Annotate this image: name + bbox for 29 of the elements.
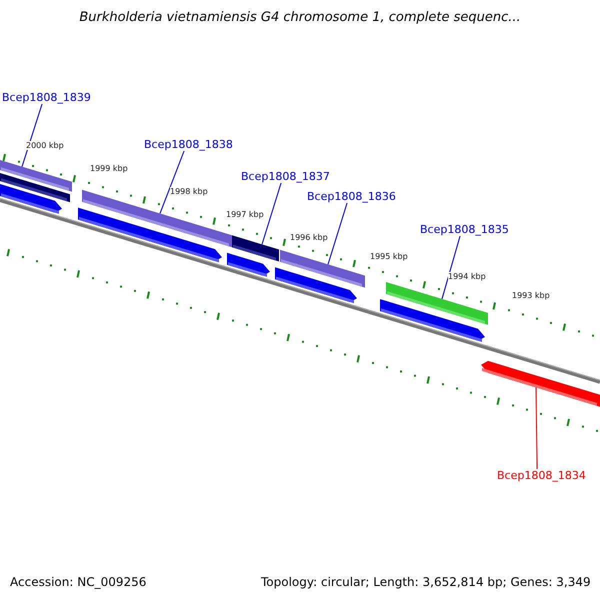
scale-label: 1997 kbp	[226, 210, 264, 219]
scale-label: 1998 kbp	[170, 187, 208, 196]
gene-label: Bcep1808_1835	[420, 223, 509, 236]
cds-bar	[275, 267, 357, 304]
scale-label: 1996 kbp	[290, 233, 328, 242]
leader-line	[262, 182, 282, 245]
gene-label: Bcep1808_1836	[307, 190, 396, 203]
gene-label: Bcep1808_1839	[2, 91, 91, 104]
scale-label: 1999 kbp	[90, 164, 128, 173]
cds-bar	[0, 184, 62, 214]
gene-label: Bcep1808_1837	[241, 170, 330, 183]
cds-bar	[380, 299, 485, 342]
title: Burkholderia vietnamiensis G4 chromosome 1, complete sequenc...	[78, 10, 522, 25]
scale-label: 1993 kbp	[512, 291, 550, 300]
leader-line	[22, 104, 43, 168]
cds-bar	[227, 252, 270, 277]
leader-line	[536, 386, 538, 470]
leader-line	[160, 150, 185, 214]
leader-line	[442, 236, 461, 300]
cds-bar	[78, 208, 222, 262]
info-text: Topology: circular; Length: 3,652,814 bp; Genes: 3,349	[261, 575, 591, 589]
scale-label: 2000 kbp	[26, 141, 64, 150]
info-text: Accession: NC_009256	[10, 575, 146, 589]
scale-label: 1994 kbp	[448, 272, 486, 281]
gene-label: Bcep1808_1834	[497, 469, 586, 482]
gene-label: Bcep1808_1838	[144, 138, 233, 151]
cds-bar	[481, 360, 600, 407]
leader-line	[328, 202, 348, 265]
scale-label: 1995 kbp	[370, 252, 408, 261]
